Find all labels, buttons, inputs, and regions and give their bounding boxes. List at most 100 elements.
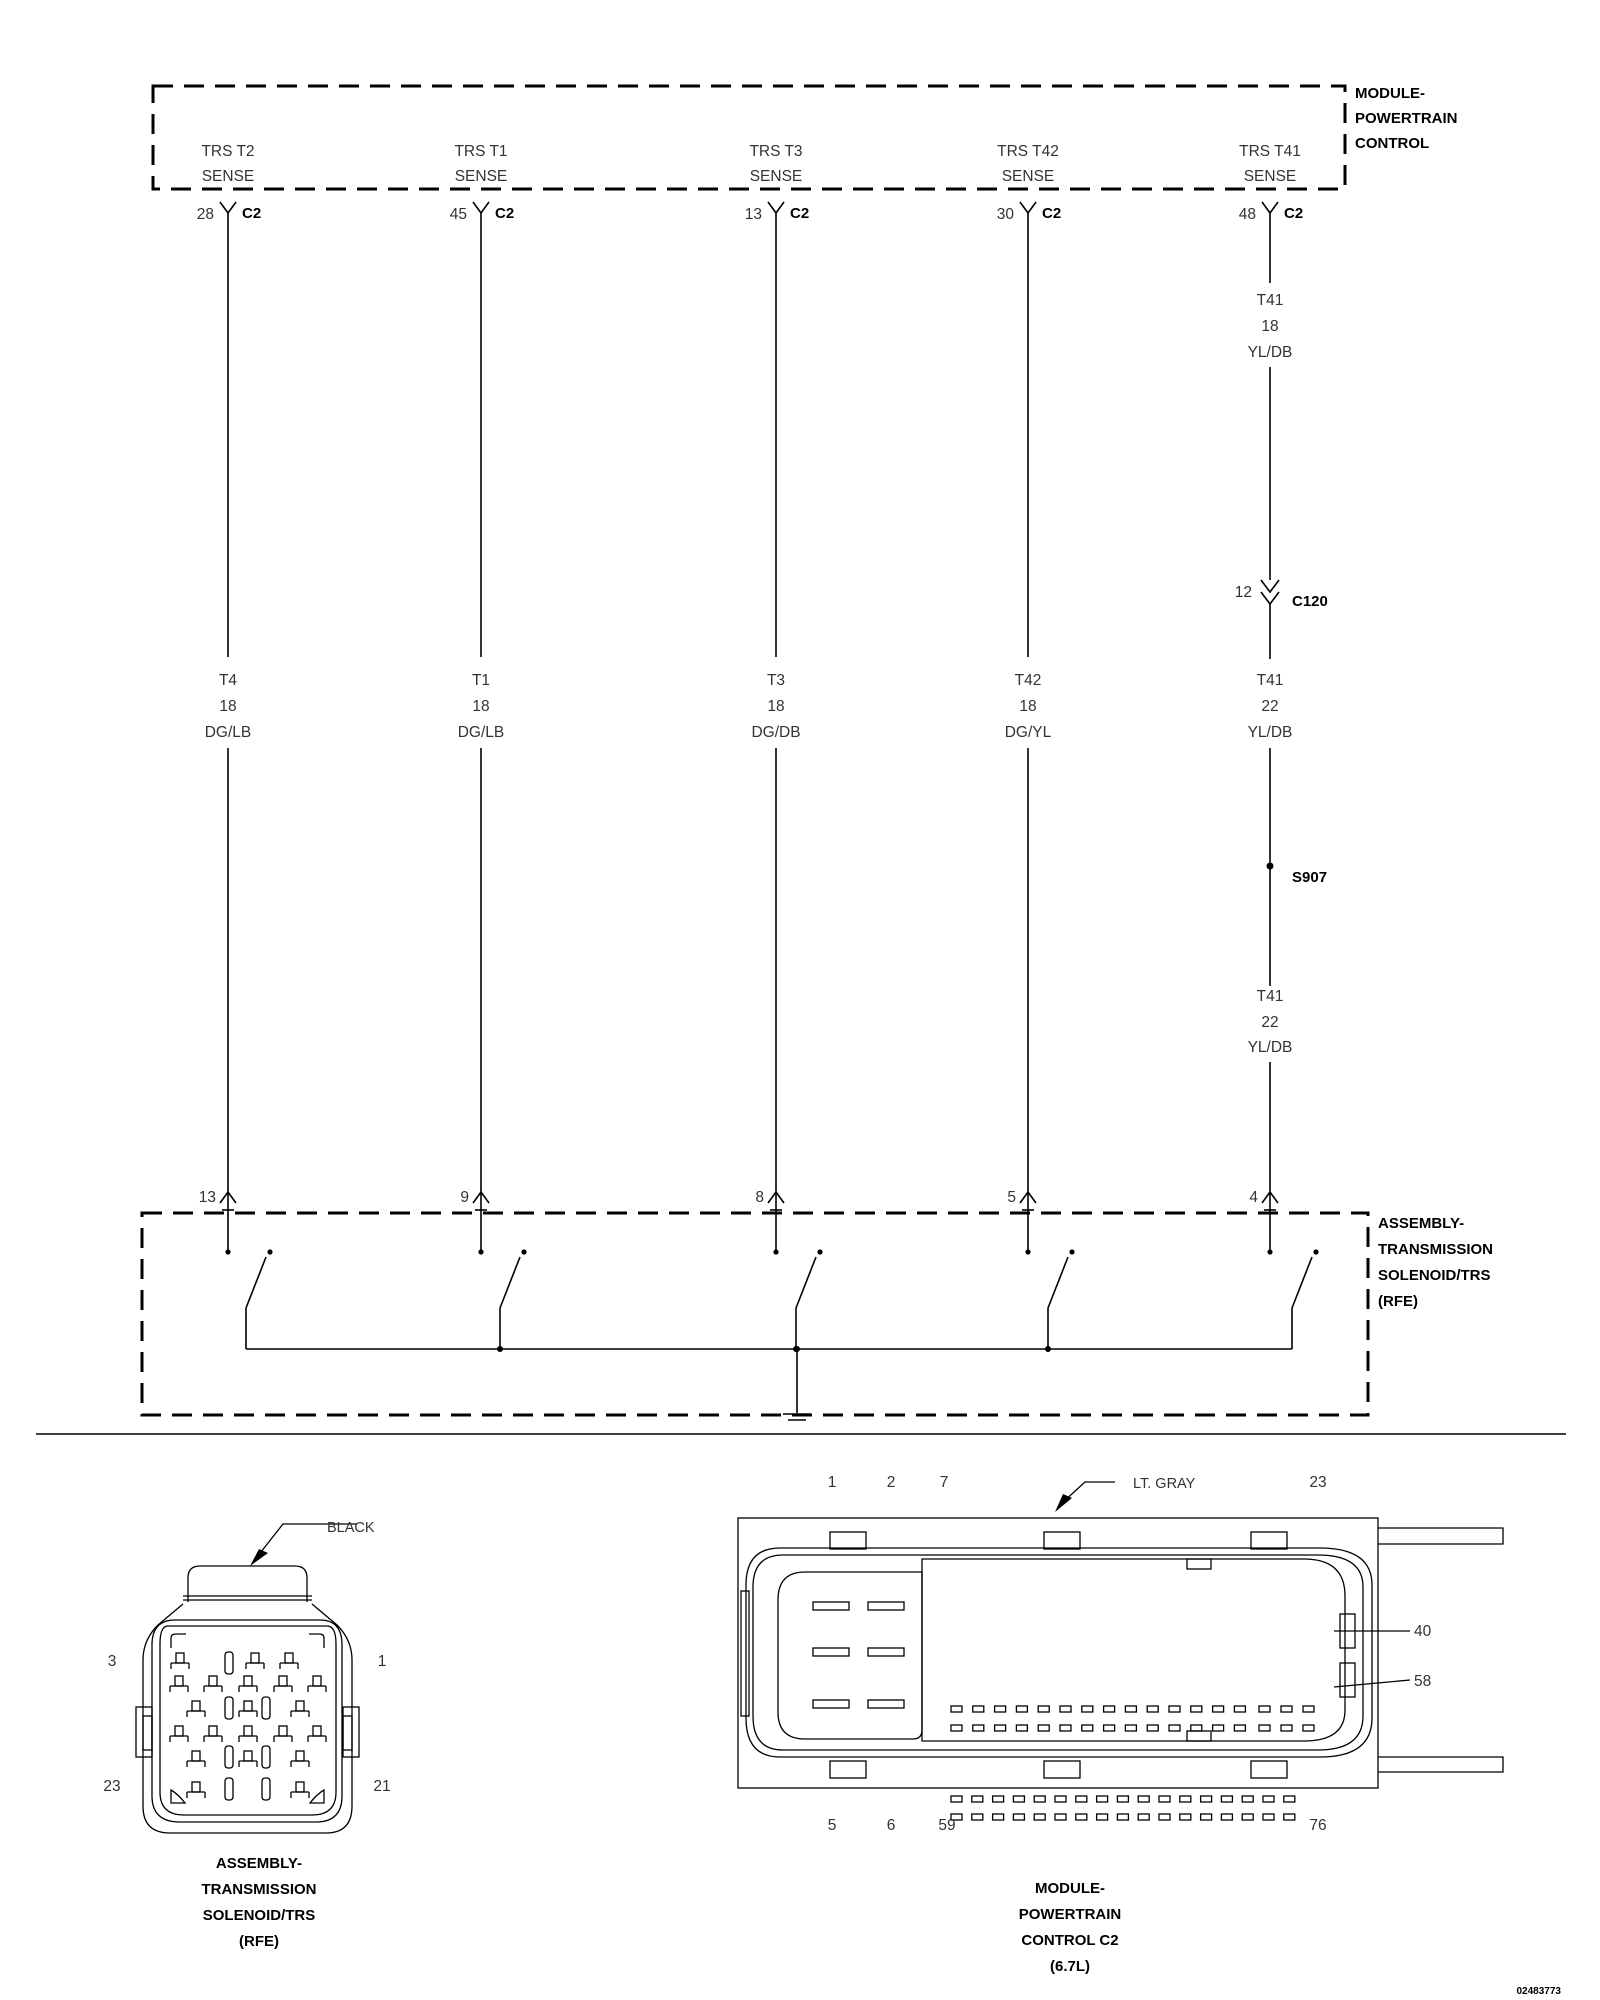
switch-blade bbox=[1047, 1256, 1069, 1309]
pcm-caption-3: CONTROL C2 bbox=[1021, 1932, 1118, 1949]
switch-contact-dot bbox=[478, 1249, 484, 1255]
solenoid-pin-23: 23 bbox=[103, 1778, 120, 1795]
pcm-c2-pin-23: 23 bbox=[1309, 1474, 1326, 1491]
switch-blade bbox=[795, 1256, 817, 1309]
terminal-cavity bbox=[1168, 1724, 1181, 1732]
pcm-c2-pin-40: 40 bbox=[1414, 1623, 1432, 1640]
terminal-cavity bbox=[1095, 1795, 1109, 1803]
terminal-cavity bbox=[950, 1795, 963, 1803]
t41-lower-color: YL/DB bbox=[1248, 1039, 1293, 1056]
pcm-pin-number: 48 bbox=[1239, 206, 1256, 223]
switch-contact-dot bbox=[1069, 1249, 1075, 1255]
terminal-cavity bbox=[1199, 1795, 1213, 1803]
t41-upper-circuit: T41 bbox=[1257, 292, 1284, 309]
wire-color-label: DG/LB bbox=[205, 724, 252, 741]
pcm-caption-1: MODULE- bbox=[1035, 1880, 1105, 1897]
solenoid-pin-number: 5 bbox=[1007, 1189, 1016, 1206]
solenoid-caption-3: SOLENOID/TRS bbox=[203, 1907, 316, 1924]
pcm-c2-pin-2: 2 bbox=[887, 1474, 896, 1491]
trs-switch-group bbox=[222, 1190, 1319, 1352]
pcm-connector-pin-symbol bbox=[1019, 201, 1037, 215]
terminal-cavity bbox=[191, 1750, 201, 1762]
pcm-c2-pin-7: 7 bbox=[940, 1474, 949, 1491]
terminal-cavity bbox=[1075, 1795, 1088, 1803]
wire-gauge-label: 18 bbox=[1019, 698, 1036, 715]
terminal-cavity bbox=[1168, 1705, 1181, 1713]
solenoid-pin-number: 4 bbox=[1249, 1189, 1258, 1206]
c120-pin: 12 bbox=[1235, 584, 1252, 601]
terminal-cavity bbox=[295, 1781, 305, 1793]
terminal-cavity bbox=[1190, 1705, 1203, 1713]
pcm-title-2: POWERTRAIN bbox=[1355, 110, 1458, 127]
switch-contact-dot bbox=[1267, 1249, 1273, 1255]
pcm-connector-pin-symbol bbox=[1261, 201, 1279, 215]
terminal-cavity bbox=[1137, 1795, 1150, 1803]
solenoid-title-4: (RFE) bbox=[1378, 1293, 1418, 1310]
pcm-connector-name: C2 bbox=[790, 205, 809, 222]
t41-lower-gauge: 22 bbox=[1261, 1014, 1278, 1031]
wire-gauge-label: 22 bbox=[1261, 698, 1278, 715]
terminal-cavity bbox=[1258, 1705, 1271, 1713]
solenoid-connector-view: BLACK 3 1 23 21 ASSEMBLY- TRANSMISSION S… bbox=[103, 1520, 390, 1950]
terminal-cavity bbox=[971, 1795, 984, 1803]
solenoid-pin-number: 9 bbox=[460, 1189, 469, 1206]
terminal-cavity bbox=[950, 1724, 963, 1732]
terminal-cavity bbox=[1137, 1813, 1150, 1821]
terminal-cavity bbox=[1102, 1724, 1116, 1732]
terminal-cavity bbox=[261, 1777, 271, 1801]
pcm-connector-pin-symbol bbox=[767, 201, 785, 215]
terminal-cavity bbox=[1233, 1705, 1247, 1713]
solenoid-connector-color: BLACK bbox=[327, 1520, 375, 1536]
t41-lower-circuit: T41 bbox=[1257, 988, 1284, 1005]
wire-circuit-label: T3 bbox=[767, 672, 785, 689]
terminal-cavity bbox=[250, 1652, 260, 1664]
pcm-c2-pin-5: 5 bbox=[828, 1817, 837, 1834]
terminal-cavity bbox=[1146, 1724, 1159, 1732]
terminal-cavity bbox=[1158, 1795, 1171, 1803]
terminal-cavity bbox=[1220, 1795, 1234, 1803]
solenoid-caption-1: ASSEMBLY- bbox=[216, 1855, 302, 1872]
pcm-c2-connector-view: LT. GRAY 1 2 7 23 5 6 59 76 4 bbox=[737, 1474, 1504, 1975]
terminal-cavity bbox=[1124, 1724, 1138, 1732]
pcm-pin-name-line1: TRS T2 bbox=[201, 143, 254, 160]
terminal-cavity bbox=[1012, 1795, 1026, 1803]
terminal-cavity bbox=[1095, 1813, 1109, 1821]
terminal-cavity bbox=[224, 1745, 234, 1769]
switch-contact-dot bbox=[1313, 1249, 1319, 1255]
terminal-cavity bbox=[1033, 1813, 1046, 1821]
pcm-pin-number: 28 bbox=[197, 206, 214, 223]
wire-circuit-label: T1 bbox=[472, 672, 490, 689]
terminal-cavity bbox=[1116, 1813, 1130, 1821]
solenoid-pin-21: 21 bbox=[373, 1778, 390, 1795]
terminal-cavity bbox=[1302, 1705, 1315, 1713]
terminal-cavity bbox=[1190, 1724, 1203, 1732]
terminal-cavity bbox=[312, 1675, 322, 1687]
pcm-pin-name-line2: SENSE bbox=[202, 168, 255, 185]
terminal-cavity bbox=[1211, 1705, 1225, 1713]
c120-inline-connector bbox=[1260, 579, 1280, 606]
terminal-cavity bbox=[1037, 1705, 1050, 1713]
pcm-c2-pin-6: 6 bbox=[887, 1817, 896, 1834]
switch-blade bbox=[499, 1256, 521, 1309]
solenoid-caption-4: (RFE) bbox=[239, 1933, 279, 1950]
solenoid-assembly-box bbox=[140, 1211, 1370, 1417]
corner-key bbox=[170, 1788, 187, 1804]
terminal-cavity bbox=[224, 1651, 234, 1675]
terminal-cavity bbox=[1233, 1724, 1247, 1732]
terminal-cavity bbox=[1258, 1724, 1271, 1732]
solenoid-pin-number: 8 bbox=[755, 1189, 764, 1206]
wire-circuit-label: T42 bbox=[1015, 672, 1042, 689]
terminal-cavity bbox=[1081, 1724, 1094, 1732]
terminal-cavity bbox=[950, 1705, 963, 1713]
terminal-cavity bbox=[191, 1700, 201, 1712]
terminal-cavity bbox=[208, 1675, 218, 1687]
wire-color-label: DG/DB bbox=[751, 724, 800, 741]
terminal-cavity bbox=[1102, 1705, 1116, 1713]
terminal-cavity bbox=[175, 1652, 185, 1664]
terminal-cavity bbox=[1280, 1724, 1293, 1732]
terminal-cavity bbox=[993, 1724, 1007, 1732]
solenoid-caption-2: TRANSMISSION bbox=[201, 1881, 316, 1898]
terminal-cavity bbox=[1116, 1795, 1130, 1803]
terminal-cavity bbox=[1262, 1795, 1275, 1803]
terminal-cavity bbox=[261, 1696, 271, 1720]
